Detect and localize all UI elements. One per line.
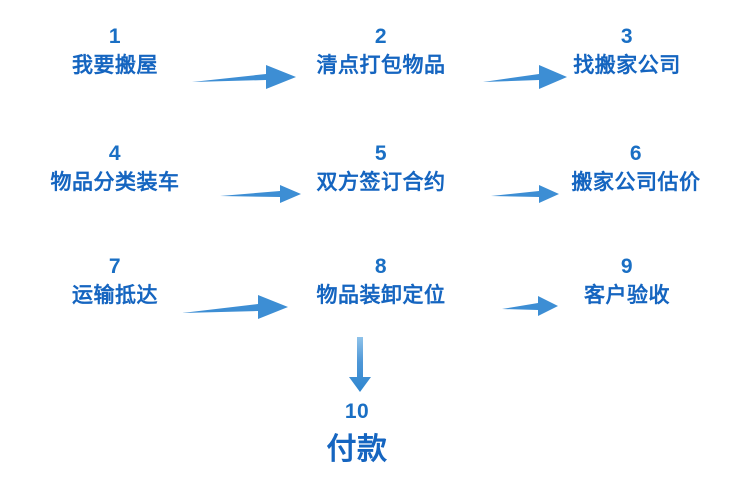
step-label: 物品装卸定位 — [316, 284, 446, 308]
flow-step-1[interactable]: 1 我要搬屋 — [72, 25, 158, 79]
step-label: 清点打包物品 — [316, 54, 446, 78]
arrow-step4-to-step5 — [218, 182, 303, 206]
step-number: 5 — [374, 142, 388, 165]
arrow-step7-to-step8 — [180, 292, 290, 322]
step-label: 运输抵达 — [72, 284, 158, 308]
step-label: 双方签订合约 — [316, 171, 446, 195]
step-label: 付款 — [326, 433, 388, 467]
step-number: 3 — [620, 25, 634, 48]
flow-step-2[interactable]: 2 清点打包物品 — [317, 25, 446, 79]
flow-step-7[interactable]: 7 运输抵达 — [72, 255, 158, 309]
flow-step-5[interactable]: 5 双方签订合约 — [317, 142, 446, 196]
step-number: 8 — [374, 255, 388, 278]
step-number: 2 — [374, 25, 388, 48]
step-number: 9 — [620, 255, 634, 278]
step-number: 10 — [344, 400, 370, 423]
step-label: 搬家公司估价 — [571, 171, 701, 195]
flow-step-3[interactable]: 3 找搬家公司 — [573, 25, 681, 79]
step-label: 我要搬屋 — [72, 54, 158, 78]
step-number: 1 — [108, 25, 122, 48]
step-number: 6 — [629, 142, 643, 165]
arrow-step2-to-step3 — [481, 62, 569, 92]
flow-step-6[interactable]: 6 搬家公司估价 — [572, 142, 701, 196]
step-label: 找搬家公司 — [573, 54, 681, 78]
flow-step-9[interactable]: 9 客户验收 — [584, 255, 670, 309]
step-label: 物品分类装车 — [50, 171, 180, 195]
arrow-step1-to-step2 — [190, 62, 298, 92]
arrow-step5-to-step6 — [489, 182, 561, 206]
step-number: 7 — [108, 255, 122, 278]
arrow-step8-to-step9 — [500, 293, 560, 319]
flow-step-8[interactable]: 8 物品装卸定位 — [317, 255, 446, 309]
step-label: 客户验收 — [584, 284, 670, 308]
arrow-step8-to-step10 — [343, 337, 377, 393]
step-number: 4 — [108, 142, 122, 165]
flow-step-4[interactable]: 4 物品分类装车 — [51, 142, 180, 196]
flow-step-10[interactable]: 10 付款 — [327, 400, 388, 469]
